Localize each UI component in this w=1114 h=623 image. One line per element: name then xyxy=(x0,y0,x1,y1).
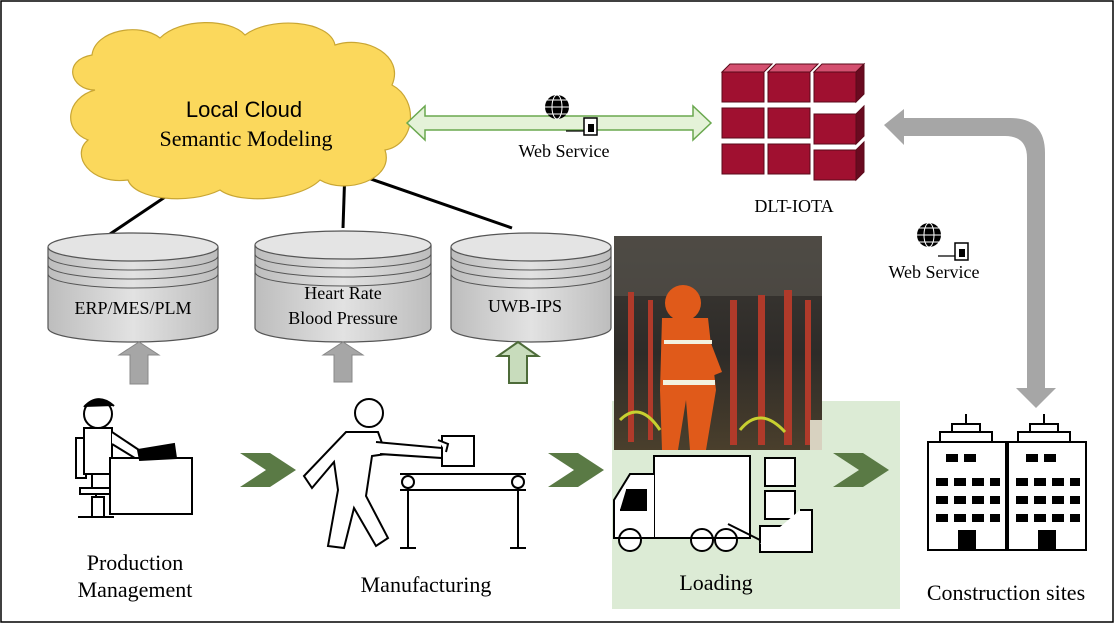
stage-label-manufacturing: Manufacturing xyxy=(361,572,492,597)
dlt-construction-arrow xyxy=(884,109,1056,408)
up-arrows xyxy=(117,340,542,385)
database-erp: ERP/MES/PLM xyxy=(47,232,219,343)
stage-label-production: Management xyxy=(78,577,193,602)
database-health: Heart Rate Blood Pressure xyxy=(254,230,432,343)
globe-terminal-icon xyxy=(917,222,969,261)
cloud-subtitle: Semantic Modeling xyxy=(160,126,333,151)
database-uwb: UWB-IPS xyxy=(450,232,612,343)
stage-label-construction: Construction sites xyxy=(927,580,1085,605)
worker-photo xyxy=(614,236,822,450)
web-service-top-label: Web Service xyxy=(518,141,609,161)
database-label: UWB-IPS xyxy=(488,296,562,316)
stage-label-production: Production xyxy=(87,550,184,575)
database-label: ERP/MES/PLM xyxy=(74,298,191,318)
dlt-label: DLT-IOTA xyxy=(754,196,833,216)
office-worker-icon xyxy=(75,398,193,518)
cloud-title: Local Cloud xyxy=(186,97,302,122)
database-label: Heart Rate xyxy=(304,283,381,303)
factory-worker-icon xyxy=(302,398,526,550)
local-cloud: Local Cloud Semantic Modeling xyxy=(70,22,412,200)
truck-icon xyxy=(613,455,751,552)
database-label: Blood Pressure xyxy=(288,308,398,328)
stage-label-loading: Loading xyxy=(679,570,752,595)
brick-wall-icon xyxy=(720,62,866,182)
process-chevrons xyxy=(240,453,889,487)
cloud-dlt-link-arrow xyxy=(405,104,713,142)
globe-terminal-icon xyxy=(545,94,598,136)
web-service-right-label: Web Service xyxy=(888,262,979,282)
building-icon xyxy=(927,414,1087,551)
forklift-icon xyxy=(727,457,813,553)
